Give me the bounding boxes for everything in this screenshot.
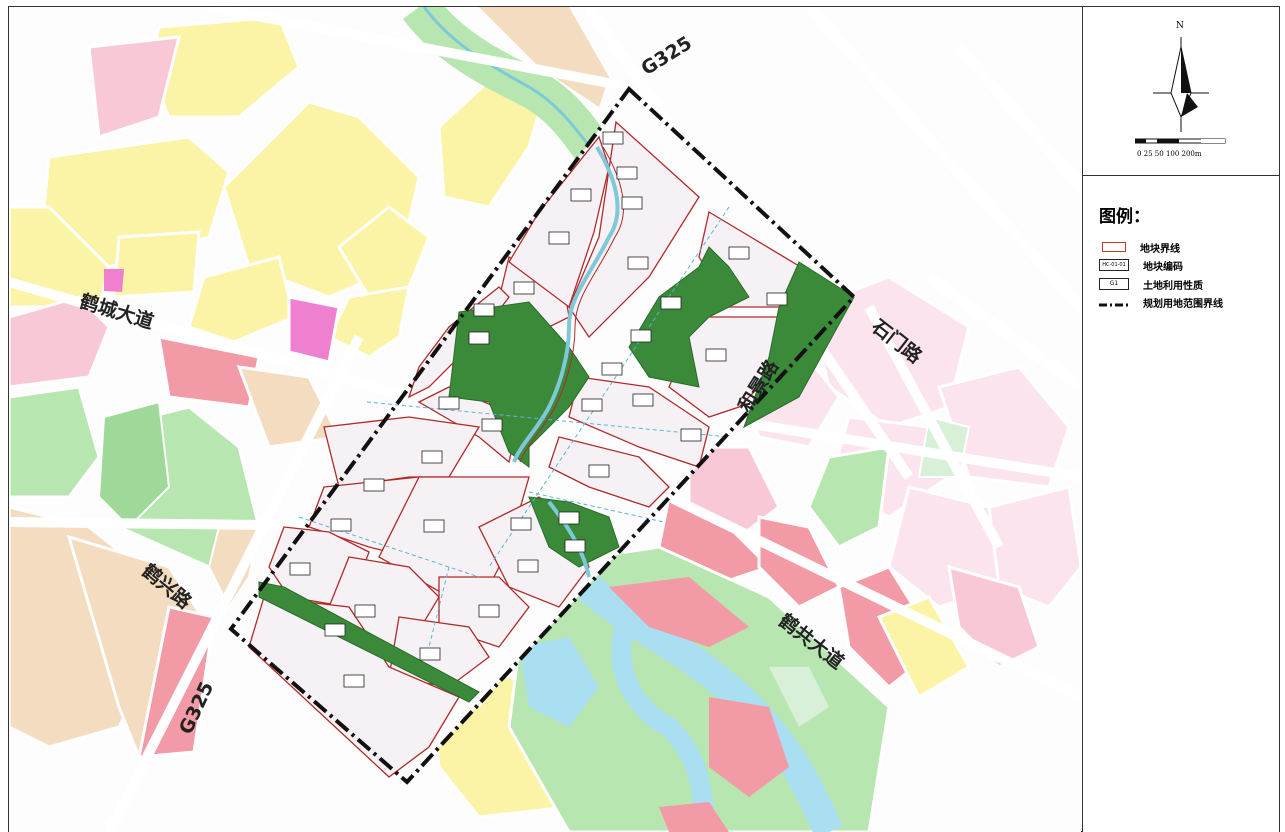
legend-item-boundary: 地块界线 (1099, 240, 1180, 255)
scale-bar (1135, 138, 1226, 144)
plot-parcels (248, 120, 810, 778)
planning-boundary (228, 86, 857, 785)
legend-panel: N 0 25 50 100 200m 图例： 地块界线 HC-01-01 地块编… (1082, 7, 1279, 832)
legend-label: 规划用地范围界线 (1143, 298, 1223, 310)
planning-area (228, 86, 857, 785)
legend-item-code: HC-01-01 地块编码 (1099, 258, 1183, 273)
plot-code-labels (289, 131, 788, 688)
legend-item-use: G1 土地利用性质 (1099, 277, 1203, 292)
legend-label: 地块编码 (1143, 261, 1183, 273)
compass-section: N 0 25 50 100 200m (1083, 7, 1279, 176)
plot-code-symbol-icon: HC-01-01 (1099, 259, 1129, 271)
plan-boundary-symbol-icon (1099, 296, 1129, 308)
north-arrow-icon (1153, 37, 1209, 132)
legend-item-planline: 规划用地范围界线 (1099, 295, 1223, 310)
legend-label: 土地利用性质 (1143, 280, 1203, 292)
map-canvas[interactable]: G325 鹤城大道 鹤兴路 G325 石门路 和景路 鹤共大道 (9, 7, 1081, 832)
land-use-map (9, 7, 1081, 832)
scale-labels: 0 25 50 100 200m (1137, 150, 1202, 158)
north-label: N (1176, 21, 1184, 31)
internal-roads (298, 206, 730, 648)
legend-title: 图例： (1099, 207, 1150, 227)
boundary-symbol-icon (1102, 242, 1126, 252)
river-north (422, 7, 599, 157)
legend-label: 地块界线 (1140, 243, 1180, 255)
land-use-symbol-icon: G1 (1099, 278, 1129, 290)
south-park (507, 545, 891, 832)
